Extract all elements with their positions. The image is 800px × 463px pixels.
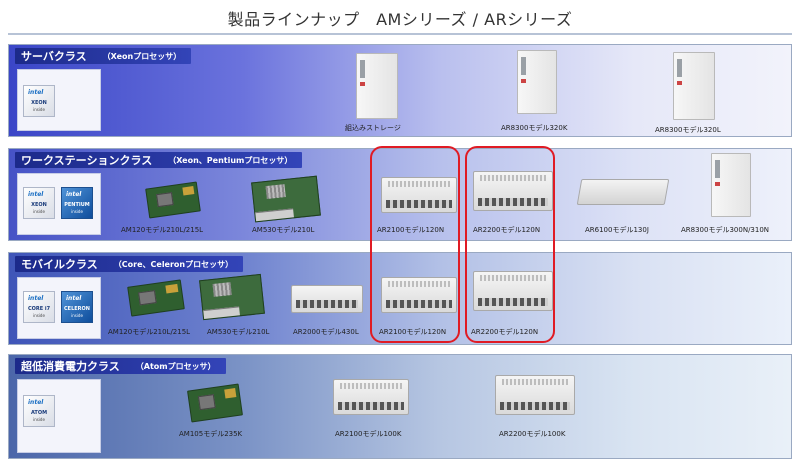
product-caption: 組込みストレージ: [345, 124, 401, 132]
intel-logo-icon: intel: [66, 191, 82, 198]
ar2200-120n-image: [473, 171, 553, 211]
ar2200-highlight-frame: [465, 146, 555, 343]
workstation-class-band: ワークステーションクラス （Xeon、Pentiumプロセッサ） intel X…: [8, 148, 792, 241]
product-caption: AR2100モデル120N: [379, 328, 447, 336]
product-caption: AR2100モデル100K: [335, 430, 402, 438]
ar8300-300n-image: [711, 153, 751, 217]
product-caption: AR2200モデル120N: [473, 226, 541, 234]
ar2100-100k-image: [333, 379, 409, 415]
product-caption: AM120モデル210L/215L: [121, 226, 204, 234]
page-title: 製品ラインナップ AMシリーズ / ARシリーズ: [227, 10, 573, 29]
product-caption: AR8300モデル320L: [655, 126, 721, 134]
intel-logo-icon: intel: [28, 295, 44, 302]
product-caption: AR8300モデル320K: [501, 124, 568, 132]
intel-logo-icon: intel: [28, 191, 44, 198]
intel-pentium-badge-icon: intel PENTIUM inside: [61, 187, 93, 219]
product-caption: AR2200モデル100K: [499, 430, 566, 438]
band-header: サーバクラス （Xeonプロセッサ）: [15, 48, 192, 64]
intel-xeon-badge-icon: intel XEON inside: [23, 85, 55, 117]
intel-atom-badge-icon: intel ATOM inside: [23, 395, 55, 427]
heatsink-icon: [212, 281, 232, 297]
band-label: モバイルクラス: [21, 258, 98, 271]
ar8300-320k-image: [517, 50, 557, 114]
product-caption: AM530モデル210L: [252, 226, 315, 234]
intel-celeron-badge-icon: intel CELERON inside: [61, 291, 93, 323]
ar2100-highlight-frame: [370, 146, 460, 343]
ar2100-120n-image: [381, 177, 457, 213]
band-label: 超低消費電力クラス: [21, 360, 120, 373]
band-sublabel: （Xeonプロセッサ）: [102, 51, 182, 61]
ar2200-120n-image: [473, 271, 553, 311]
ar2200-100k-image: [495, 375, 575, 415]
ar2000-430l-image: [291, 285, 363, 313]
band-header: 超低消費電力クラス （Atomプロセッサ）: [15, 358, 226, 374]
band-sublabel: （Core、Celeronプロセッサ）: [113, 259, 234, 269]
intel-core-badge-icon: intel CORE i7 inside: [23, 291, 55, 323]
heatsink-icon: [265, 183, 286, 200]
product-caption: AR8300モデル300N/310N: [681, 226, 770, 234]
ar2100-120n-image: [381, 277, 457, 313]
band-header: モバイルクラス （Core、Celeronプロセッサ）: [15, 256, 244, 272]
band-sublabel: （Atomプロセッサ）: [135, 361, 216, 371]
intel-xeon-badge-icon: intel XEON inside: [23, 187, 55, 219]
ar6100-130j-image: [576, 179, 670, 205]
product-caption: AM530モデル210L: [207, 328, 270, 336]
product-caption: AR6100モデル130J: [585, 226, 649, 234]
product-caption: AR2200モデル120N: [471, 328, 539, 336]
server-class-band: サーバクラス （Xeonプロセッサ） intel XEON inside 組込み…: [8, 44, 792, 137]
product-caption: AM105モデル235K: [179, 430, 243, 438]
product-caption: AR2000モデル430L: [293, 328, 359, 336]
intel-logo-icon: intel: [66, 295, 82, 302]
am530-board-image: [251, 175, 321, 223]
ultra-low-power-class-band: 超低消費電力クラス （Atomプロセッサ） intel ATOM inside …: [8, 354, 792, 459]
band-header: ワークステーションクラス （Xeon、Pentiumプロセッサ）: [15, 152, 303, 168]
intel-logo-icon: intel: [28, 399, 44, 406]
band-label: ワークステーションクラス: [21, 154, 153, 167]
band-sublabel: （Xeon、Pentiumプロセッサ）: [168, 155, 293, 165]
product-caption: AR2100モデル120N: [377, 226, 445, 234]
title-divider: [8, 33, 792, 35]
band-label: サーバクラス: [21, 50, 87, 63]
product-caption: AM120モデル210L/215L: [108, 328, 191, 336]
am530-board-image: [199, 273, 265, 321]
intel-logo-icon: intel: [28, 89, 44, 96]
ar8300-320l-image: [673, 52, 715, 120]
storage-tower-image: [356, 53, 398, 119]
mobile-class-band: モバイルクラス （Core、Celeronプロセッサ） intel CORE i…: [8, 252, 792, 345]
